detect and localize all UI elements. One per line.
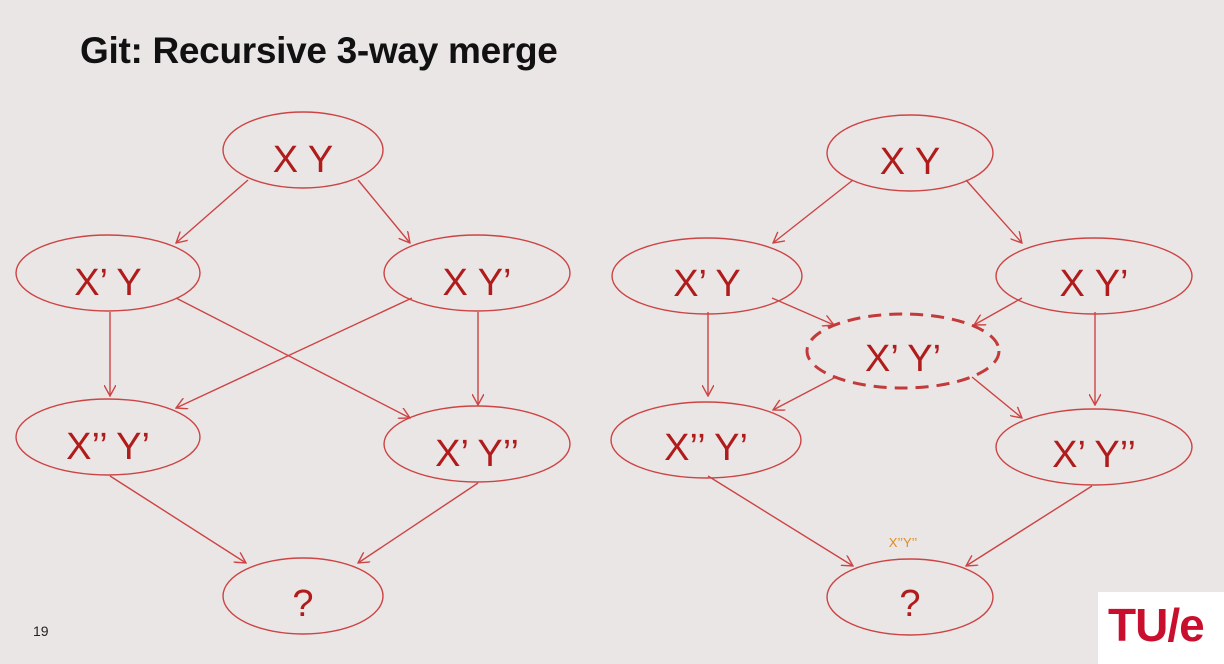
right-node-result-shape xyxy=(826,558,994,636)
right-edge-merge-right-to-result xyxy=(966,485,1093,566)
left-node-left-label: X’ Y xyxy=(74,262,142,304)
right-node-virtual-base-shape xyxy=(805,312,1001,390)
left-node-result-label: ? xyxy=(292,583,313,625)
right-node-virtual-base: X’ Y’ xyxy=(805,312,1001,390)
right-node-merge-left-label: X’’ Y’ xyxy=(664,427,748,469)
left-node-left: X’ Y xyxy=(15,234,201,312)
left-edge-root-to-right xyxy=(357,179,410,243)
left-edge-left-to-merge-right xyxy=(175,297,410,418)
right-node-virtual-base-label: X’ Y’ xyxy=(865,338,941,380)
left-node-merge-left: X’’ Y’ xyxy=(15,398,201,476)
right-node-right-label: X Y’ xyxy=(1059,263,1128,305)
left-node-right: X Y’ xyxy=(383,234,571,312)
right-node-merge-right: X’ Y’’ xyxy=(995,408,1193,486)
tue-logo-text: TU/e xyxy=(1108,599,1205,651)
left-edge-right-to-merge-left xyxy=(176,297,413,408)
right-node-right-shape xyxy=(995,237,1193,315)
right-node-merge-right-label: X’ Y’’ xyxy=(1052,434,1136,476)
right-diagram: X Y X’ Y X Y’ X’ Y’ X’’ Y’ X’ Y’’ ? X’’Y… xyxy=(610,114,1193,636)
left-node-merge-left-label: X’’ Y’ xyxy=(66,426,150,468)
left-node-right-shape xyxy=(383,234,571,312)
page-number: 19 xyxy=(33,623,49,639)
left-edge-merge-left-to-result xyxy=(109,475,246,563)
right-edge-root-to-left xyxy=(773,179,854,243)
right-edge-merge-left-to-result xyxy=(707,475,853,566)
right-node-right: X Y’ xyxy=(995,237,1193,315)
tue-logo: TU/e xyxy=(1098,592,1224,664)
left-edge-merge-right-to-result xyxy=(358,482,479,563)
left-node-left-shape xyxy=(15,234,201,312)
left-diagram: X Y X’ Y X Y’ X’’ Y’ X’ Y’’ ? xyxy=(15,111,571,635)
right-node-merge-left-shape xyxy=(610,401,802,479)
slide-title: Git: Recursive 3-way merge xyxy=(80,30,558,71)
right-node-merge-left: X’’ Y’ xyxy=(610,401,802,479)
left-node-right-label: X Y’ xyxy=(442,262,511,304)
left-node-root-shape xyxy=(222,111,384,189)
right-node-root: X Y xyxy=(826,114,994,192)
right-node-left-shape xyxy=(611,237,803,315)
right-node-root-shape xyxy=(826,114,994,192)
left-edge-root-to-left xyxy=(176,179,249,243)
right-edge-virtual-to-merge-left xyxy=(773,376,837,410)
right-node-result-label: ? xyxy=(899,583,920,625)
left-node-result: ? xyxy=(222,557,384,635)
right-edge-virtual-to-merge-right xyxy=(971,376,1022,418)
right-node-merge-right-shape xyxy=(995,408,1193,486)
left-node-merge-right: X’ Y’’ xyxy=(383,405,571,483)
right-node-root-label: X Y xyxy=(880,141,941,183)
right-edge-root-to-right xyxy=(965,179,1022,243)
left-node-root: X Y xyxy=(222,111,384,189)
right-edge-right-to-virtual xyxy=(974,297,1023,325)
right-node-left-label: X’ Y xyxy=(673,263,741,305)
right-edge-left-to-virtual xyxy=(771,297,834,325)
right-node-left: X’ Y xyxy=(611,237,803,315)
left-node-merge-left-shape xyxy=(15,398,201,476)
left-node-root-label: X Y xyxy=(273,139,334,181)
result-annotation: X’’Y’’ xyxy=(889,535,918,550)
left-node-merge-right-label: X’ Y’’ xyxy=(435,433,519,475)
right-node-result: ? xyxy=(826,558,994,636)
left-node-result-shape xyxy=(222,557,384,635)
left-node-merge-right-shape xyxy=(383,405,571,483)
